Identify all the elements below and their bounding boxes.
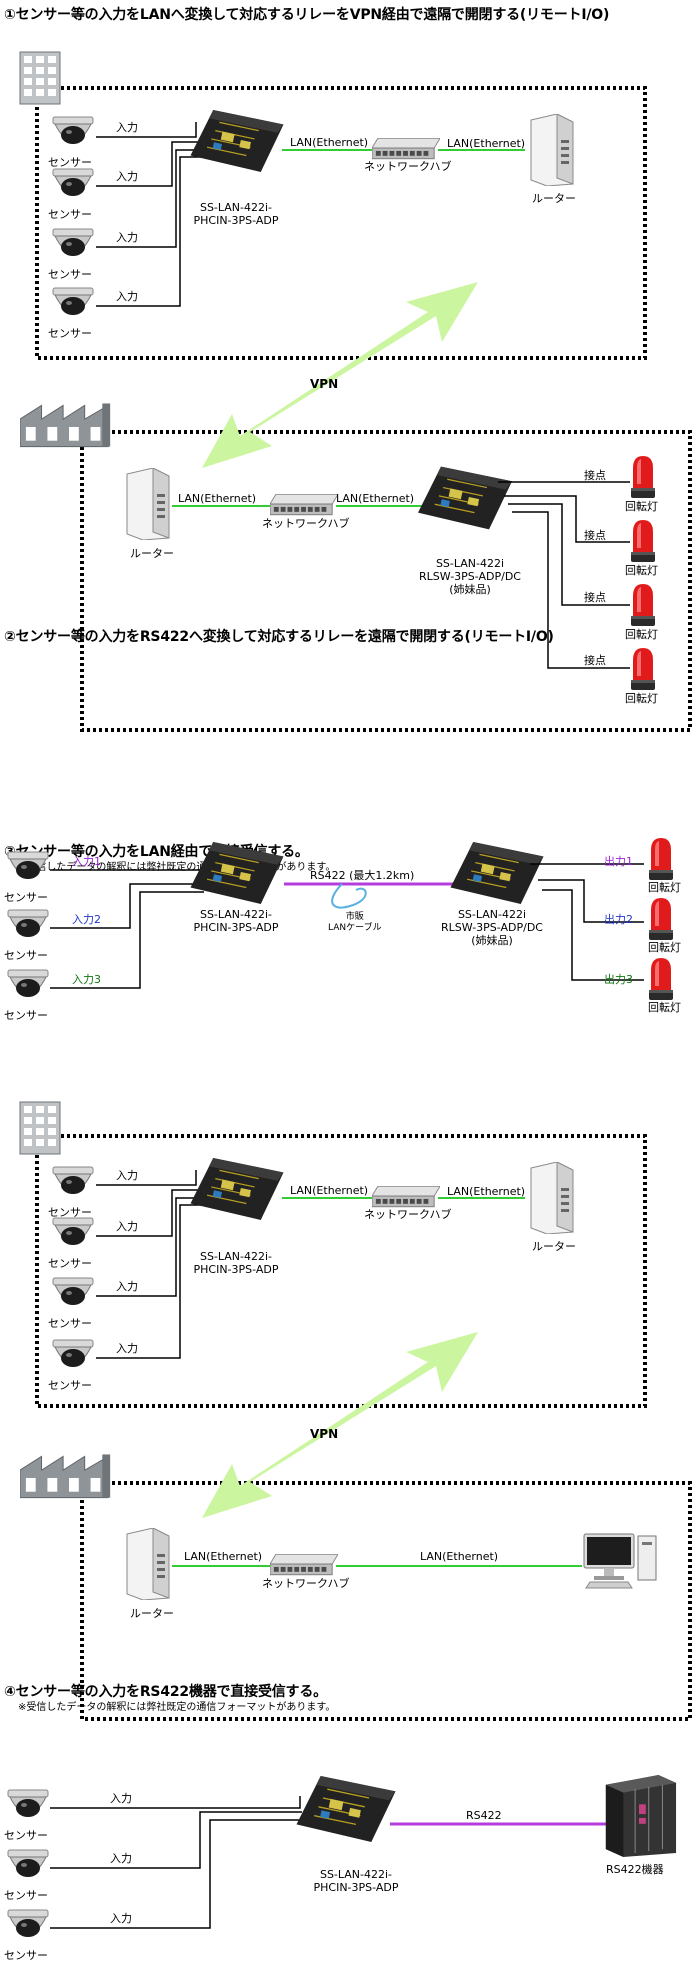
s2-input2-label: 入力2 — [72, 913, 101, 926]
s1-device-b-label: SS-LAN-422i RLSW-3PS-ADP/DC (姉妹品) — [419, 557, 521, 596]
section4-note: ※受信したデータの解釈には弊社既定の通信フォーマットがあります。 — [18, 1702, 336, 1713]
section2-title: ②センサー等の入力をRS422へ変換して対応するリレーを遠隔で開閉する(リモート… — [4, 629, 554, 645]
s4-sensor-label-1: センサー — [4, 1829, 48, 1842]
s1-lamp-label-2: 回転灯 — [625, 564, 658, 577]
s3-lan-label-1: LAN(Ethernet) — [290, 1184, 369, 1197]
s1-input-label-1: 入力 — [116, 121, 138, 134]
section1-diagram — [19, 51, 692, 732]
s2-lamp-label-2: 回転灯 — [648, 941, 681, 954]
s1-contact-label-4: 接点 — [584, 654, 606, 667]
s1-lan-label-4: LAN(Ethernet) — [336, 492, 415, 505]
s1-sensor-label-3: センサー — [48, 268, 92, 281]
s3-lan-label-3: LAN(Ethernet) — [184, 1550, 263, 1563]
s3-device-a-label: SS-LAN-422i- PHCIN-3PS-ADP — [193, 1250, 279, 1276]
s1-vpn-label: VPN — [310, 377, 339, 391]
s4-sensor-label-2: センサー — [4, 1889, 48, 1902]
s3-lan-label-4: LAN(Ethernet) — [420, 1550, 499, 1563]
s1-sensor-label-4: センサー — [48, 327, 92, 340]
s1-hub-label: ネットワークハブ — [364, 160, 452, 173]
s3-input-label-4: 入力 — [116, 1342, 138, 1355]
s4-input-label-1: 入力 — [110, 1792, 132, 1805]
s1-sensor-label-2: センサー — [48, 208, 92, 221]
s3-router-label-2: ルーター — [130, 1607, 174, 1620]
s4-input-label-2: 入力 — [110, 1852, 132, 1865]
s1-device-a-label: SS-LAN-422i- PHCIN-3PS-ADP — [193, 201, 279, 227]
s2-output3-label: 出力3 — [604, 973, 633, 986]
s1-router-label-2: ルーター — [130, 547, 174, 560]
s3-input-label-2: 入力 — [116, 1220, 138, 1233]
s1-input-label-2: 入力 — [116, 170, 138, 183]
s2-input3-label: 入力3 — [72, 973, 101, 986]
s1-lamp-label-1: 回転灯 — [625, 500, 658, 513]
s1-contact-label-1: 接点 — [584, 469, 606, 482]
section1-title: ①センサー等の入力をLANへ変換して対応するリレーをVPN経由で遠隔で開閉する(… — [4, 7, 610, 23]
s3-sensor-label-1: センサー — [48, 1206, 92, 1219]
s2-lamp-label-3: 回転灯 — [648, 1001, 681, 1014]
s2-rs422-link-label: RS422 (最大1.2km) — [310, 869, 415, 882]
s1-lan-label-3: LAN(Ethernet) — [178, 492, 257, 505]
s1-lamp-label-3: 回転灯 — [625, 628, 658, 641]
s3-hub-label: ネットワークハブ — [364, 1208, 452, 1221]
s1-lan-label-2: LAN(Ethernet) — [447, 137, 526, 150]
s2-output1-label: 出力1 — [604, 855, 633, 868]
s1-sensor-label-1: センサー — [48, 156, 92, 169]
s2-sensor-label-1: センサー — [4, 891, 48, 904]
s2-lamp-label-1: 回転灯 — [648, 881, 681, 894]
s3-input-label-1: 入力 — [116, 1169, 138, 1182]
s1-hub-label-2: ネットワークハブ — [262, 517, 350, 530]
s4-input-label-3: 入力 — [110, 1912, 132, 1925]
s3-vpn-label: VPN — [310, 1427, 339, 1441]
s2-input1-label: 入力1 — [72, 855, 101, 868]
s2-sensor-label-3: センサー — [4, 1009, 48, 1022]
s1-contact-label-3: 接点 — [584, 591, 606, 604]
s3-input-label-3: 入力 — [116, 1280, 138, 1293]
section3-diagram — [19, 1101, 692, 1721]
s3-lan-label-2: LAN(Ethernet) — [447, 1185, 526, 1198]
s3-hub-label-2: ネットワークハブ — [262, 1577, 350, 1590]
s2-output2-label: 出力2 — [604, 913, 633, 926]
s3-sensor-label-2: センサー — [48, 1257, 92, 1270]
s1-input-label-3: 入力 — [116, 231, 138, 244]
s2-cable-label: 市販 LANケーブル — [328, 912, 382, 933]
s2-sensor-label-2: センサー — [4, 949, 48, 962]
s3-sensor-label-4: センサー — [48, 1379, 92, 1392]
s1-router-label: ルーター — [532, 192, 576, 205]
s1-lan-label-1: LAN(Ethernet) — [290, 136, 369, 149]
section2-diagram — [7, 838, 673, 1000]
section4-title: ④センサー等の入力をRS422機器で直接受信する。 — [4, 1684, 327, 1700]
s4-device-a-label: SS-LAN-422i- PHCIN-3PS-ADP — [313, 1868, 399, 1894]
s2-device-b-label: SS-LAN-422i RLSW-3PS-ADP/DC (姉妹品) — [441, 908, 543, 947]
s3-router-label: ルーター — [532, 1240, 576, 1253]
s1-contact-label-2: 接点 — [584, 529, 606, 542]
section4-diagram — [7, 1774, 677, 1938]
s1-input-label-4: 入力 — [116, 290, 138, 303]
s4-sensor-label-3: センサー — [4, 1949, 48, 1962]
s3-sensor-label-3: センサー — [48, 1317, 92, 1330]
section3-note: ※受信したデータの解釈には弊社既定の通信フォーマットがあります。 — [18, 862, 336, 873]
s4-rs422-label: RS422 — [466, 1809, 502, 1822]
s2-device-a-label: SS-LAN-422i- PHCIN-3PS-ADP — [193, 908, 279, 934]
s1-lamp-label-4: 回転灯 — [625, 692, 658, 705]
s4-rs422-device-label: RS422機器 — [606, 1863, 664, 1876]
